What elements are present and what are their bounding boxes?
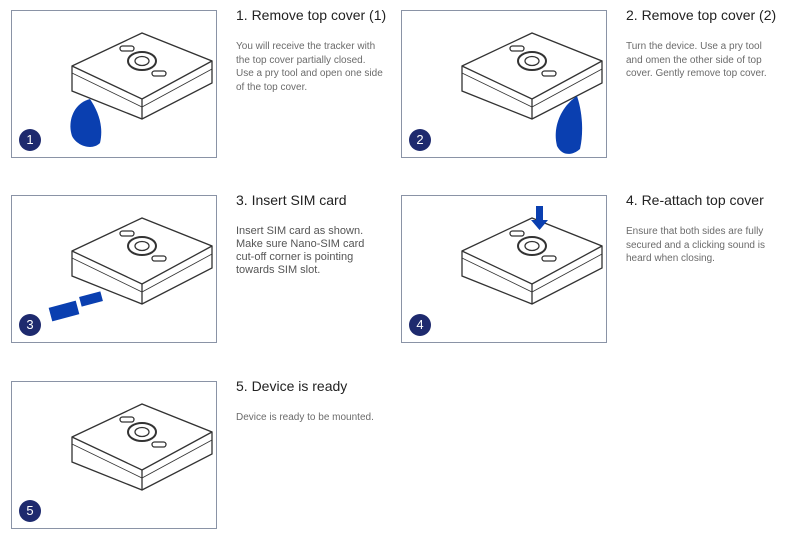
device-illustration [461,217,603,305]
step-description: Device is ready to be mounted. [236,412,374,423]
step-number-badge: 1 [19,129,41,151]
step-number-badge: 2 [409,129,431,151]
step-image-4: 4 [401,195,607,343]
step-image-1: 1 [11,10,217,158]
sim-card-icon [48,291,103,322]
step-description: Ensure that both sides are fully secured… [626,226,765,264]
step-title: 2. Remove top cover (2) [626,7,777,23]
step-number-badge: 3 [19,314,41,336]
step-image-3: 3 [11,195,217,343]
step-description: Turn the device. Use a pry tool and omen… [626,41,767,79]
step-title: 4. Re-attach top cover [626,192,764,208]
device-illustration [71,403,213,491]
step-title: 3. Insert SIM card [236,192,347,208]
step-description: You will receive the tracker with the to… [236,41,383,93]
step-description: Insert SIM card as shown. Make sure Nano… [236,225,365,276]
device-illustration [71,217,213,305]
step-image-5: 5 [11,381,217,529]
step-title: 1. Remove top cover (1) [236,7,387,23]
step-title: 5. Device is ready [236,378,348,394]
step-image-2: 2 [401,10,607,158]
step-number-badge: 4 [409,314,431,336]
pry-tool-icon [70,99,102,147]
pry-tool-icon [555,96,583,154]
arrow-down-icon [531,206,548,230]
device-illustration [71,32,213,120]
device-illustration [461,32,603,120]
step-number-badge: 5 [19,500,41,522]
